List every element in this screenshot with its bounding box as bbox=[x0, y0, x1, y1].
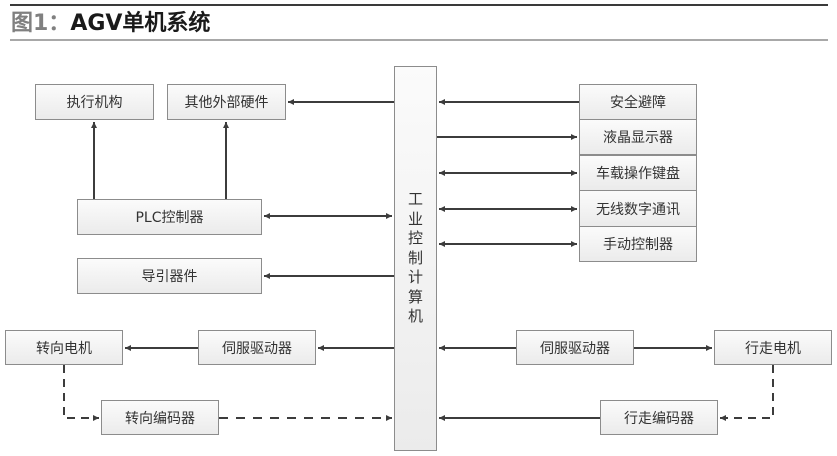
manual-controller-box: 手动控制器 bbox=[579, 226, 697, 262]
onboard-keyboard-label: 车载操作键盘 bbox=[596, 166, 680, 182]
lcd-display-box: 液晶显示器 bbox=[579, 119, 697, 155]
guidance-device-box: 导引器件 bbox=[77, 258, 262, 294]
guidance-device-label: 导引器件 bbox=[141, 269, 198, 285]
onboard-keyboard-box: 车载操作键盘 bbox=[579, 155, 697, 191]
wireless-comm-label: 无线数字通讯 bbox=[596, 201, 680, 218]
servo-driver-left-box: 伺服驱动器 bbox=[198, 330, 316, 365]
computer-label-char: 制 bbox=[407, 248, 423, 267]
arrow-steering-motor-to-encoder bbox=[63, 365, 99, 421]
other-hardware-box: 其他外部硬件 bbox=[167, 84, 286, 120]
computer-label-char: 控 bbox=[407, 229, 423, 248]
plc-controller-box: PLC控制器 bbox=[77, 199, 262, 235]
manual-controller-label: 手动控制器 bbox=[603, 237, 673, 253]
safety-avoidance-label: 安全避障 bbox=[610, 95, 666, 111]
industrial-computer-label: 工 业 控 制 计 算 机 bbox=[408, 190, 423, 327]
computer-label-char: 算 bbox=[407, 287, 423, 306]
arrow-travel-motor-to-encoder bbox=[720, 365, 774, 421]
travel-encoder-box: 行走编码器 bbox=[600, 400, 718, 435]
steering-motor-box: 转向电机 bbox=[5, 330, 123, 365]
computer-label-char: 业 bbox=[407, 209, 423, 228]
travel-motor-box: 行走电机 bbox=[714, 330, 832, 365]
servo-driver-right-label: 伺服驱动器 bbox=[540, 340, 610, 357]
industrial-computer-box: 工 业 控 制 计 算 机 bbox=[394, 66, 437, 451]
header-bottom-rule bbox=[10, 39, 828, 41]
safety-avoidance-box: 安全避障 bbox=[579, 84, 697, 120]
header-top-rule bbox=[10, 4, 828, 6]
other-hardware-label: 其他外部硬件 bbox=[184, 95, 269, 111]
actuator-box: 执行机构 bbox=[35, 84, 154, 120]
figure-number: 图1： bbox=[11, 11, 71, 36]
plc-controller-label: PLC控制器 bbox=[135, 210, 204, 226]
steering-motor-label: 转向电机 bbox=[36, 340, 92, 357]
lcd-display-label: 液晶显示器 bbox=[603, 130, 673, 146]
wireless-comm-box: 无线数字通讯 bbox=[579, 190, 697, 227]
steering-encoder-box: 转向编码器 bbox=[101, 400, 219, 435]
steering-encoder-label: 转向编码器 bbox=[125, 410, 195, 427]
actuator-label: 执行机构 bbox=[66, 95, 123, 111]
figure-title-text: AGV单机系统 bbox=[70, 11, 211, 36]
travel-encoder-label: 行走编码器 bbox=[624, 410, 694, 427]
computer-label-char: 工 bbox=[407, 190, 423, 209]
computer-label-char: 计 bbox=[407, 268, 423, 287]
travel-motor-label: 行走电机 bbox=[745, 340, 801, 357]
figure-title: 图1：AGV单机系统 bbox=[11, 9, 210, 39]
servo-driver-left-label: 伺服驱动器 bbox=[222, 340, 292, 357]
computer-label-char: 机 bbox=[407, 307, 423, 326]
servo-driver-right-box: 伺服驱动器 bbox=[516, 330, 634, 365]
